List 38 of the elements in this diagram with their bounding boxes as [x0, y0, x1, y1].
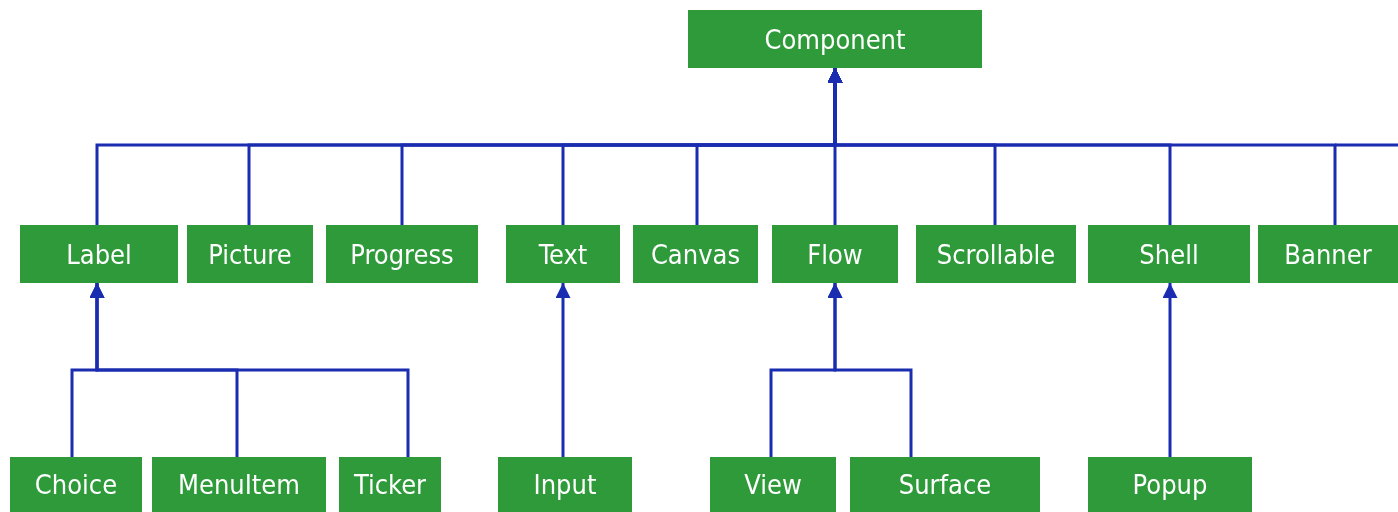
class-name: Ticker: [353, 469, 427, 500]
class-name: Canvas: [650, 238, 741, 270]
class-name: Popup: [1132, 469, 1208, 500]
class-box: [688, 10, 982, 68]
class-box: [187, 225, 313, 283]
class-name: Banner: [1284, 238, 1372, 270]
class-box: [152, 457, 326, 512]
class-box: [10, 457, 142, 512]
class-box: [1258, 225, 1398, 283]
class-box: [916, 225, 1076, 283]
class-box: [850, 457, 1040, 512]
class-name: Surface: [898, 469, 992, 500]
class-name: Scrollable: [936, 238, 1056, 270]
inheritance-arrow: [89, 283, 410, 457]
inheritance-arrow: [827, 283, 913, 457]
class-box: [506, 225, 620, 283]
class-name: Flow: [807, 238, 863, 270]
class-box: [498, 457, 632, 512]
class-name: Choice: [34, 469, 118, 500]
class-box: [1088, 225, 1250, 283]
inheritance-arrow: [1162, 283, 1178, 457]
class-name: MenuItem: [178, 469, 300, 500]
class-name: View: [744, 469, 802, 500]
class-name: Label: [66, 238, 132, 270]
class-box: [20, 225, 178, 283]
class-name: Text: [538, 238, 588, 270]
class-name: Shell: [1139, 238, 1199, 270]
class-name: Input: [533, 469, 597, 500]
inheritance-arrow: [555, 283, 571, 457]
class-box: [633, 225, 758, 283]
class-box: [1088, 457, 1252, 512]
class-box: [326, 225, 478, 283]
class-box: [710, 457, 836, 512]
class-name: Picture: [208, 238, 292, 270]
class-name: Component: [764, 23, 906, 55]
class-box: [772, 225, 898, 283]
class-box: [339, 457, 441, 512]
class-name: Progress: [350, 238, 454, 270]
